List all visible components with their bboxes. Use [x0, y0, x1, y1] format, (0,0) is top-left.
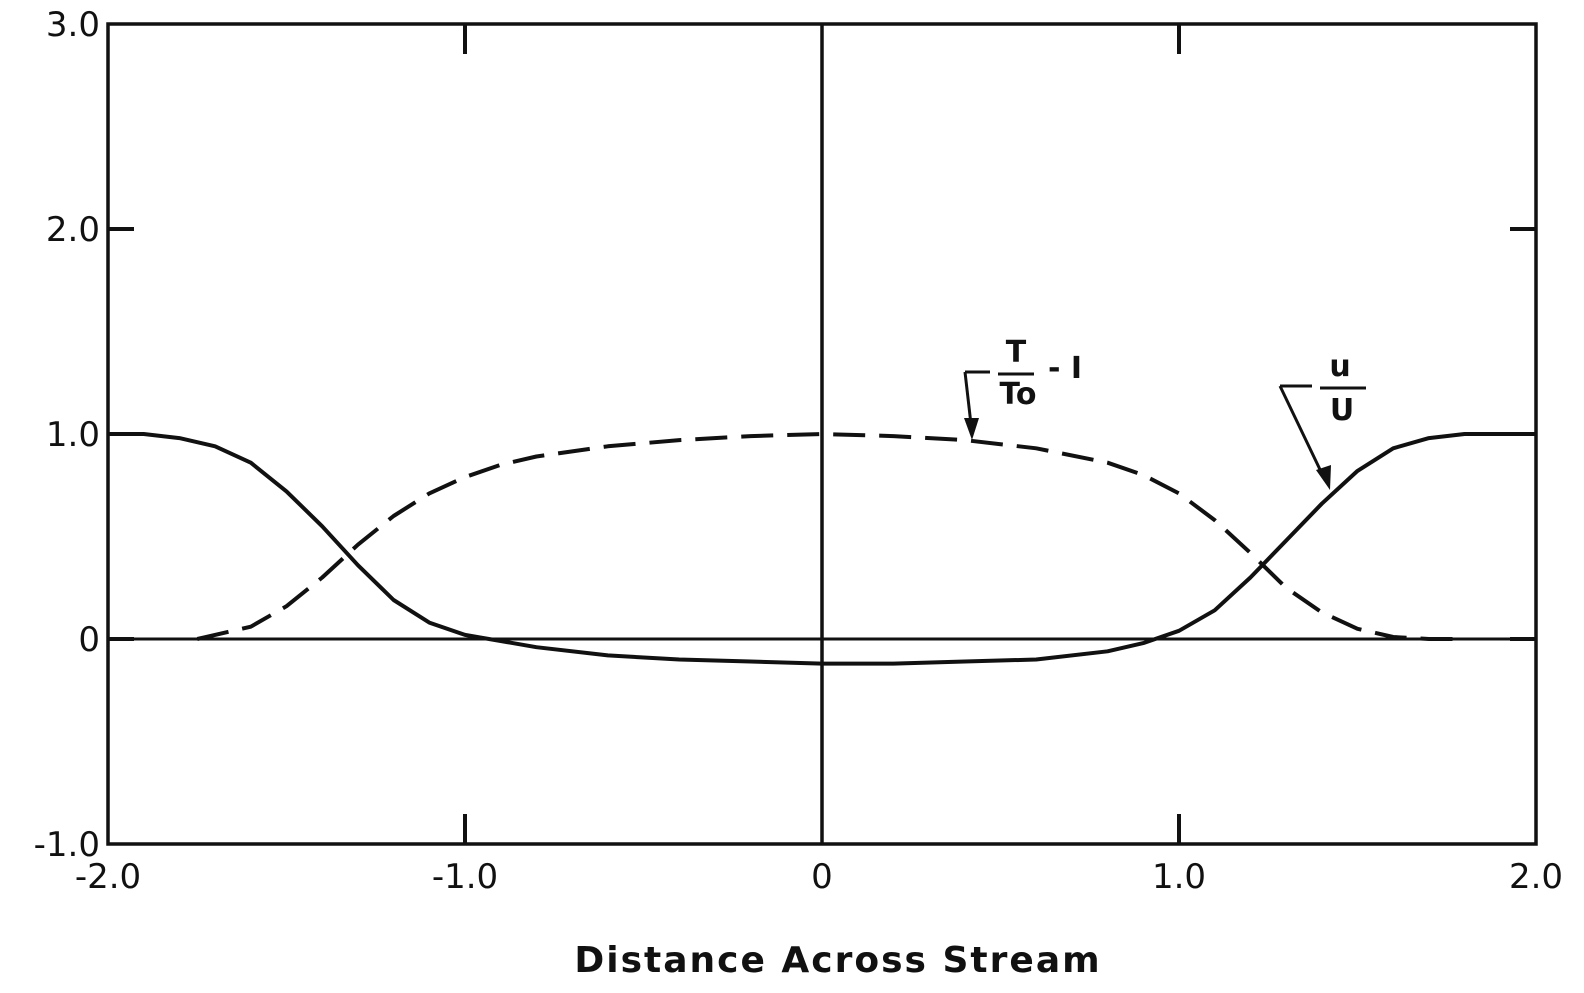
solid-series-line [108, 432, 1536, 666]
x-tick-label: 1.0 [1152, 857, 1206, 897]
y-tick-label: 0 [78, 620, 100, 660]
arrow-line-solid [1278, 385, 1327, 481]
annotation-numerator: T [1006, 335, 1027, 370]
series-layer [108, 432, 1536, 666]
x-tick-label: 0 [811, 857, 833, 897]
x-tick-label: -1.0 [432, 857, 498, 897]
y-tick-label: 3.0 [46, 5, 100, 45]
x-axis-title: Distance Across Stream [574, 940, 1101, 981]
plot-frame [106, 22, 1538, 846]
x-tick-label: -2.0 [75, 857, 141, 897]
dashed-series-line [196, 432, 1465, 641]
annotation-suffix: - I [1048, 351, 1082, 386]
annotation-layer: T To - I uU [963, 335, 1366, 490]
y-tick-label: 1.0 [46, 415, 100, 455]
y-tick-label: 2.0 [46, 210, 100, 250]
arrowhead-dashed [964, 418, 979, 440]
x-tick-label: 2.0 [1509, 857, 1563, 897]
annotation-numerator: u [1329, 349, 1350, 384]
y-tick-label: -1.0 [34, 825, 100, 865]
annotation-denominator: U [1330, 393, 1354, 428]
annotation-denominator: To [999, 377, 1036, 412]
arrowhead-solid [1316, 465, 1331, 490]
